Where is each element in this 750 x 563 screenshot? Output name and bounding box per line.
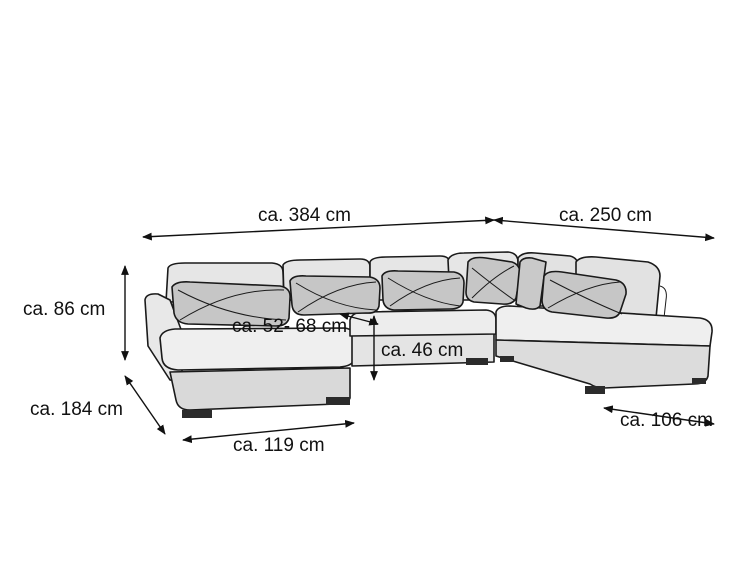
left-chaise [144, 293, 357, 418]
dim-line-depth-left [124, 375, 166, 435]
dim-line-depth-right [603, 405, 715, 427]
label-total-width-right: ca. 250 cm [559, 205, 652, 226]
label-chaise-width: ca. 119 cm [233, 435, 325, 456]
dim-line-total-width-left [142, 216, 495, 241]
sofa-illustration [144, 251, 713, 418]
foot [466, 358, 488, 365]
label-depth-right: ca. 106 cm [620, 410, 713, 431]
label-seat-depth: ca. 52- 68 cm [232, 316, 347, 337]
foot [182, 410, 212, 418]
dimension-lines [121, 216, 715, 444]
foot [326, 397, 350, 405]
label-height: ca. 86 cm [23, 299, 105, 320]
label-total-width-left: ca. 384 cm [258, 205, 351, 226]
foot [585, 386, 605, 394]
foot [500, 356, 514, 362]
dim-line-total-width-right [493, 216, 715, 242]
right-chaise [495, 305, 713, 394]
dimension-labels: ca. 384 cm ca. 250 cm ca. 86 cm ca. 184 … [23, 205, 713, 456]
foot [692, 378, 706, 384]
label-seat-height: ca. 46 cm [381, 340, 463, 361]
label-depth-left: ca. 184 cm [30, 399, 123, 420]
dim-line-chaise-width [182, 419, 355, 444]
pillows [171, 256, 627, 327]
